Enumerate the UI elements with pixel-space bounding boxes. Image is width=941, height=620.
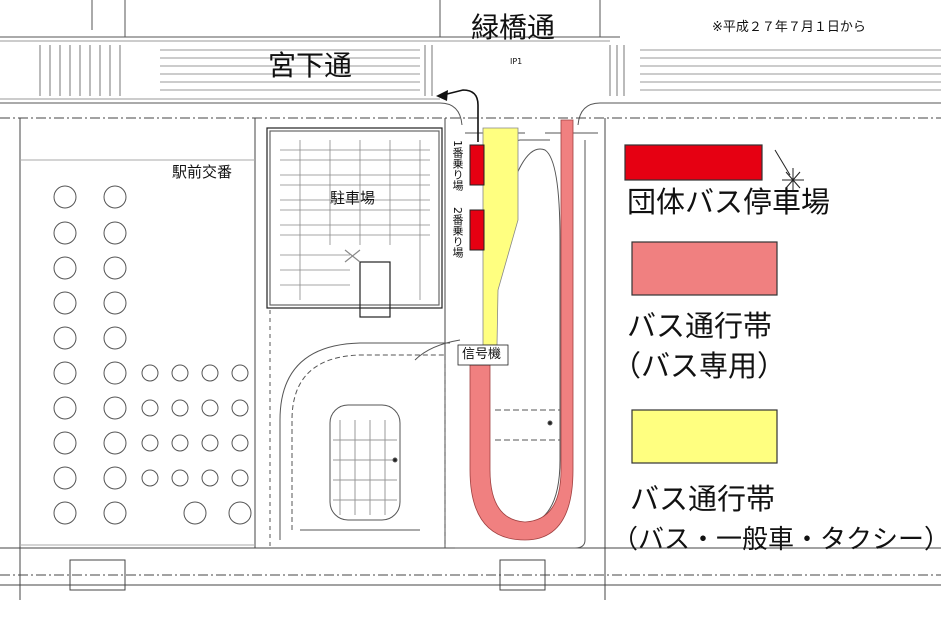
crossing-label: IP1 bbox=[510, 57, 523, 66]
start-date-note: ※平成２７年７月１日から bbox=[712, 20, 866, 35]
legend-label-shared-1: バス通行帯 bbox=[630, 482, 776, 516]
legend-swatch-bus-only bbox=[631, 241, 778, 296]
signal-box bbox=[457, 344, 509, 366]
legend-label-bus-only-1: バス通行帯 bbox=[627, 309, 773, 343]
miyashita-road bbox=[0, 0, 941, 126]
shared-lane bbox=[482, 127, 519, 346]
bus-only-lane bbox=[469, 119, 574, 541]
tree-grid bbox=[20, 159, 255, 546]
legend-label-shared-2: （バス・一般車・タクシー） bbox=[612, 525, 941, 555]
legend-swatch-shared bbox=[631, 409, 778, 464]
plaza-paths bbox=[269, 310, 553, 548]
road-miyashita: 宮下通 bbox=[268, 49, 353, 82]
exit-arrow bbox=[436, 89, 479, 142]
sparkle-icon bbox=[774, 149, 804, 192]
signal-label: 信号機 bbox=[462, 347, 502, 362]
legend-label-bus-only-2: （バス専用） bbox=[612, 349, 787, 383]
parking-label: 駐車場 bbox=[330, 189, 376, 207]
stop1-label: 1番乗り場 bbox=[451, 140, 464, 191]
legend-swatch-group-bus bbox=[624, 144, 763, 181]
road-midoribashi: 緑橋通 bbox=[471, 11, 556, 44]
group-bus-stop-2 bbox=[469, 209, 485, 251]
parking-building bbox=[266, 127, 443, 318]
group-bus-stop-1 bbox=[469, 144, 485, 186]
stop2-label: 2番乗り場 bbox=[451, 207, 464, 258]
police-box-label: 駅前交番 bbox=[172, 163, 233, 181]
legend-label-group-bus: 団体バス停車場 bbox=[627, 185, 831, 219]
